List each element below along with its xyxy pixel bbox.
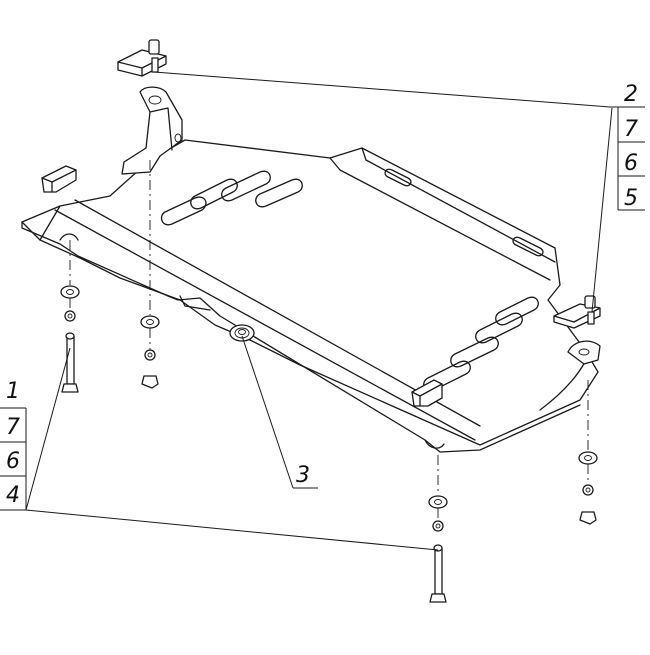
center-left-fastener-stack (140, 315, 160, 389)
left-fastener-stack (60, 285, 80, 393)
vent-slots-right (423, 296, 539, 392)
front-tab-bracket (411, 379, 443, 407)
callout-stack-right: 2 7 6 5 (610, 82, 645, 211)
rear-left-bracket (121, 86, 183, 175)
callout-5: 5 (624, 186, 638, 211)
callout-4: 4 (6, 483, 20, 508)
skid-plate (21, 139, 599, 453)
right-rear-bracket (567, 340, 601, 365)
callout-1: 1 (6, 379, 20, 404)
center-lines (69, 160, 589, 520)
leader-lines (25, 71, 613, 551)
callout-stack-left: 1 7 6 4 (0, 379, 27, 511)
callout-3: 3 (296, 463, 310, 488)
top-left-plate-bolt (117, 39, 167, 77)
left-tab-bracket (41, 165, 77, 193)
callout-6-right: 6 (624, 151, 638, 176)
flange-slots (384, 168, 544, 257)
vent-slots-left (160, 170, 303, 226)
callout-2: 2 (624, 82, 638, 107)
callout-7-left: 7 (6, 415, 20, 440)
center-bolt (229, 324, 255, 342)
front-center-fastener-stack (428, 495, 448, 603)
callout-6-left: 6 (6, 449, 20, 474)
callout-7-right: 7 (624, 117, 638, 142)
right-fastener-stack (578, 451, 598, 525)
